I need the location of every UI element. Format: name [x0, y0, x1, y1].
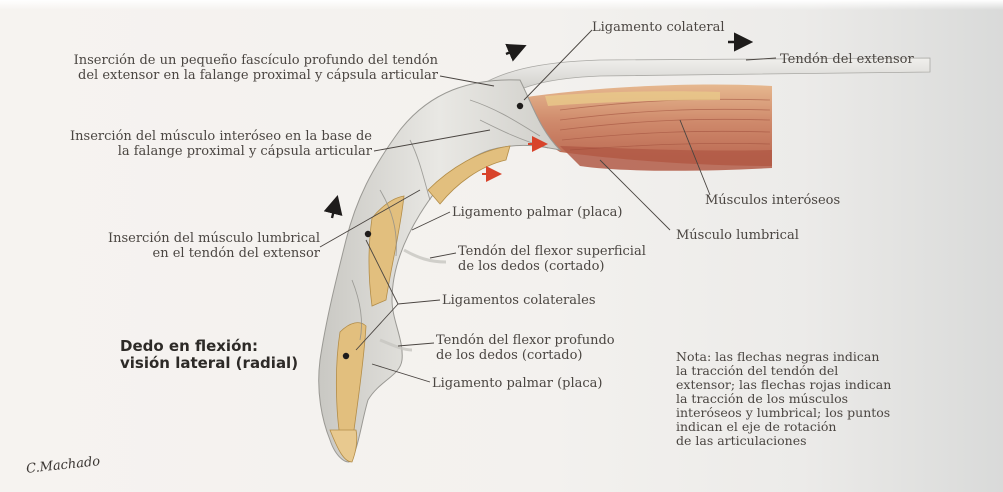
label-tendon-extensor: Tendón del extensor: [780, 52, 914, 67]
figure-title: Dedo en flexión: visión lateral (radial): [120, 338, 298, 372]
black-arrow-3: [332, 202, 336, 218]
figure-title-line2: visión lateral (radial): [120, 355, 298, 372]
figure-title-line1: Dedo en flexión:: [120, 338, 298, 355]
rotation-dot-pip: [365, 231, 371, 237]
rotation-dot-mcp: [517, 103, 523, 109]
leader-flexor-profundo: [398, 343, 434, 346]
label-musculo-lumbrical: Músculo lumbrical: [676, 228, 799, 243]
label-ligamento-palmar-1: Ligamento palmar (placa): [452, 205, 623, 220]
label-insercion-fasciculo: Inserción de un pequeño fascículo profun…: [74, 53, 438, 83]
label-ligamento-palmar-2: Ligamento palmar (placa): [432, 376, 603, 391]
label-tendon-flexor-profundo: Tendón del flexor profundo de los dedos …: [436, 333, 615, 363]
black-arrow-1: [506, 48, 520, 54]
rotation-dot-dip: [343, 353, 349, 359]
label-insercion-interoseo: Inserción del músculo interóseo en la ba…: [70, 129, 372, 159]
label-tendon-flexor-superficial: Tendón del flexor superficial de los ded…: [458, 244, 646, 274]
label-ligamentos-colaterales: Ligamentos colaterales: [442, 293, 596, 308]
figure-note: Nota: las flechas negras indican la trac…: [676, 350, 916, 448]
label-ligamento-colateral: Ligamento colateral: [592, 20, 725, 35]
muscles: [520, 85, 772, 171]
leader-flexor-superficial: [430, 253, 456, 258]
label-musculos-interoseos: Músculos interóseos: [705, 193, 840, 208]
label-insercion-lumbrical: Inserción del músculo lumbrical en el te…: [108, 231, 320, 261]
